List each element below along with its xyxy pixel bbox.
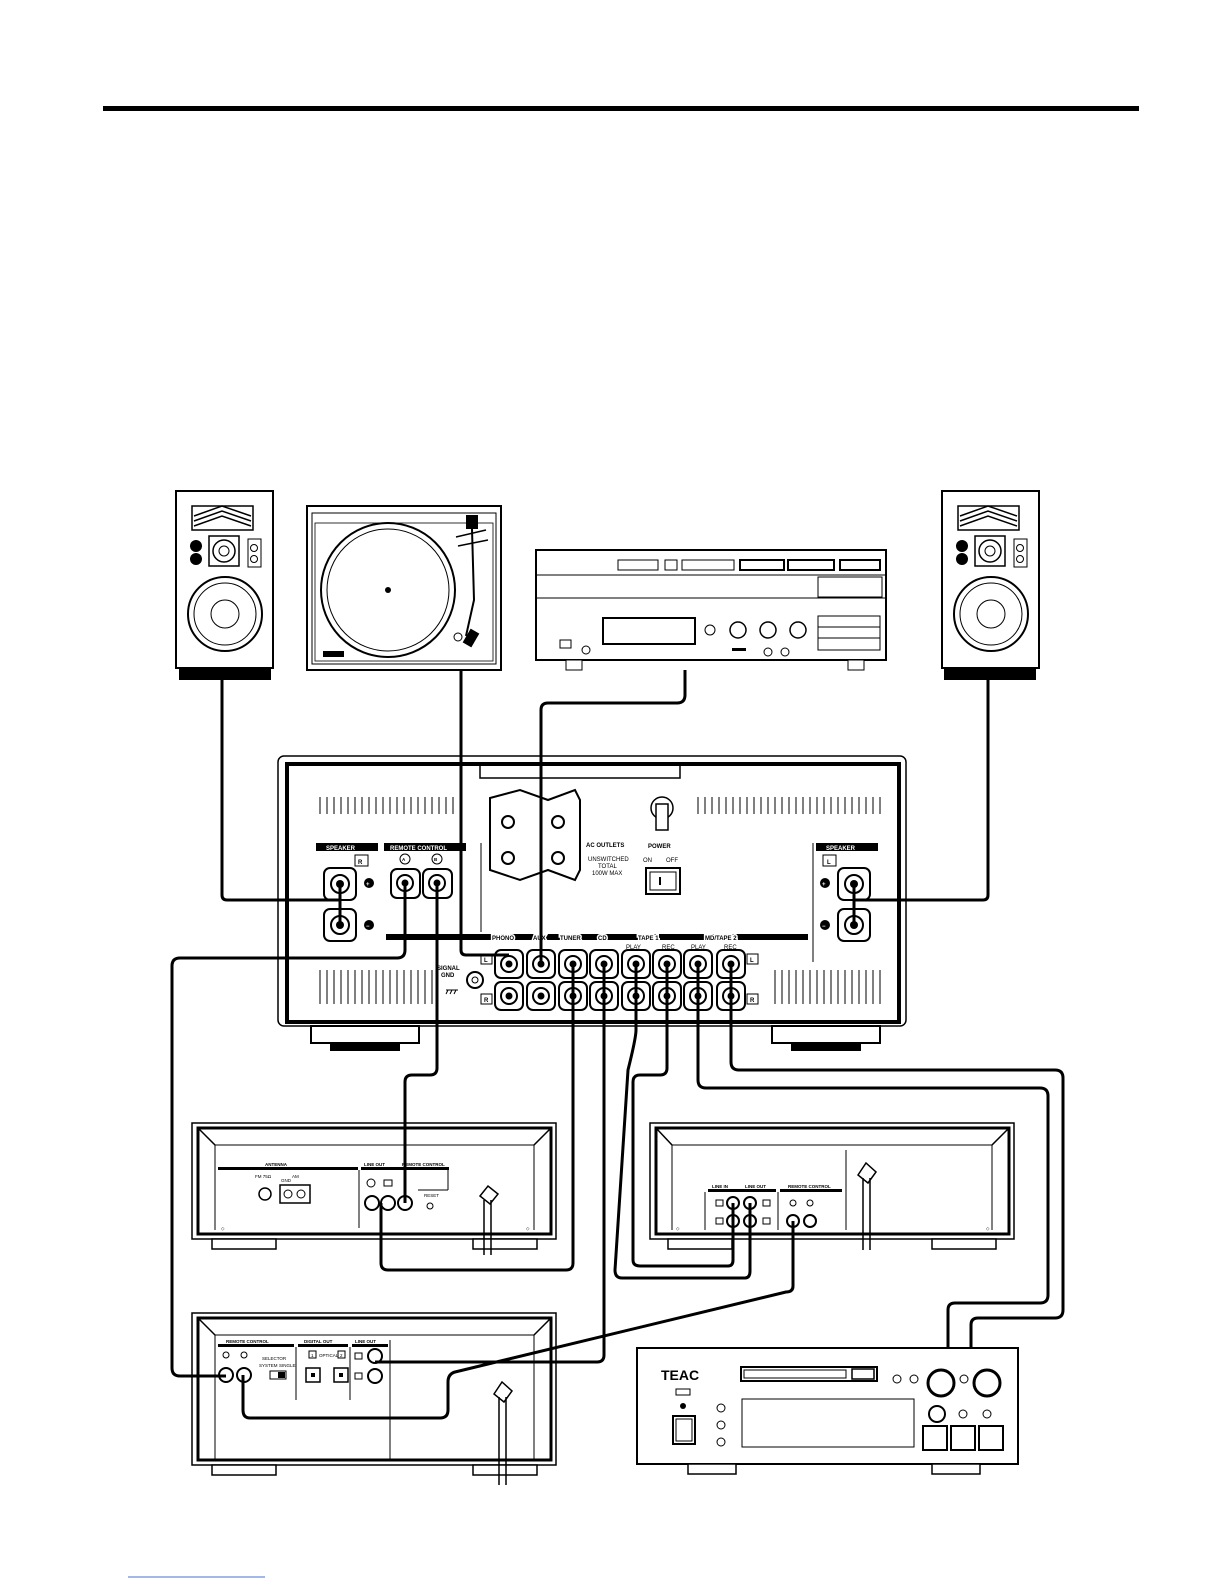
md-tape2-label: MD/TAPE 2 [705,936,737,942]
cable-remote-b [403,883,439,1203]
input-l-marker: L [484,958,488,964]
tape2-rec-label: REC [724,945,737,951]
turntable [306,505,502,671]
left-speaker [175,490,274,680]
cd-remote-label: REMOTE CONTROL [226,1339,269,1344]
tuner-line-out-label: LINE OUT [364,1162,385,1167]
input-l-marker-right: L [750,958,754,964]
remote-control-label: REMOTE CONTROL [390,846,447,852]
ac-total-label: TOTAL [598,864,617,870]
cable-tape1-play [613,964,752,1280]
speaker-l-label: SPEAKER [826,846,856,852]
input-r-marker: R [484,998,489,1004]
tuner-antenna-label: ANTENNA [265,1162,288,1167]
cd-line-out-label: LINE OUT [355,1339,376,1344]
svg-text:◇: ◇ [986,1226,990,1231]
md-line-out-label: LINE OUT [745,1184,766,1189]
rca-jack[interactable] [526,981,556,1011]
tuner-fm-label: FM 75Ω [255,1174,272,1179]
cd-system-label: SYSTEM [259,1363,278,1368]
speaker-l-plus: + [822,882,826,888]
md-deck-rear-panel: LINE IN LINE OUT REMOTE CONTROL ◇ ◇ [649,1122,1015,1250]
speaker-l-minus: − [822,924,826,930]
signal-label: SIGNAL [437,966,460,972]
tape1-label: TAPE 1 [638,936,659,942]
remote-b-label: B [434,857,438,862]
cd-single-label: SINGLE [279,1363,296,1368]
right-speaker [941,490,1040,680]
cd-player-rear-panel: REMOTE CONTROL DIGITAL OUT LINE OUT SELE… [191,1312,557,1485]
tuner-am-label: AM [292,1174,299,1179]
off-label: OFF [666,858,678,864]
svg-text:◇: ◇ [221,1226,225,1231]
ac-unswitched-label: UNSWITCHED [588,857,629,863]
rca-jack[interactable] [494,949,524,979]
cd-digital-out-label: DIGITAL OUT [304,1339,333,1344]
cable-md-remote [241,1221,795,1420]
speaker-r-label: SPEAKER [326,846,356,852]
cable-tape2-rec [729,964,1065,1348]
tuner-label: TUNER [560,936,581,942]
tuner-rear-panel: ANTENNA FM 75Ω AM GND LINE OUT REMOTE CO… [191,1122,557,1255]
tape1-rec-label: REC [662,945,675,951]
tuner-remote-label: REMOTE CONTROL [402,1162,445,1167]
gnd-label: GND [441,973,455,979]
speaker-r-channel: R [358,860,363,866]
cassette-deck: TEAC [636,1347,1019,1475]
connection-cables [170,670,1065,1420]
cable-remote-a [170,883,407,1378]
phono-label: PHONO [492,936,514,942]
tape2-play-label: PLAY [691,945,706,951]
md-remote-label: REMOTE CONTROL [788,1184,831,1189]
speaker-r-minus: − [366,924,370,930]
remote-a-label: A [402,857,406,862]
cd-selector-label: SELECTOR [262,1356,287,1361]
amplifier-rear-panel: AC OUTLETS UNSWITCHED TOTAL 100W MAX POW… [277,755,907,1051]
cable-aux [539,670,687,964]
cd-optical-label: OPTICAL [319,1353,339,1358]
rca-jack[interactable] [494,981,524,1011]
cable-phono [459,670,509,957]
aux-label: AUX [533,936,546,942]
md-line-in-label: LINE IN [712,1184,728,1189]
input-r-marker-right: R [750,998,755,1004]
cable-speaker-left [854,680,990,902]
cable-tuner [379,964,575,1272]
svg-text:◇: ◇ [676,1226,680,1231]
ac-max-label: 100W MAX [592,871,622,877]
cable-tape2-play [696,964,1050,1348]
teac-logo: TEAC [661,1367,699,1383]
svg-text:◇: ◇ [526,1226,530,1231]
speaker-l-channel: L [827,860,831,866]
cable-speaker-right [220,680,340,902]
cable-tape1-rec [631,964,735,1268]
power-label: POWER [648,844,671,850]
tuner-gnd-label: GND [281,1178,292,1183]
cd-label: CD [598,936,607,942]
tuner-reset-label: RESET [424,1193,439,1198]
ac-outlets-label: AC OUTLETS [586,843,624,849]
cable-cd [375,964,606,1364]
cd-digital-2: 2 [340,1353,343,1358]
on-label: ON [643,858,652,864]
cd-digital-1: 1 [311,1353,314,1358]
header-rule [103,106,1139,111]
front-deck [535,549,887,671]
tape1-play-label: PLAY [626,945,641,951]
speaker-r-plus: + [366,882,370,888]
